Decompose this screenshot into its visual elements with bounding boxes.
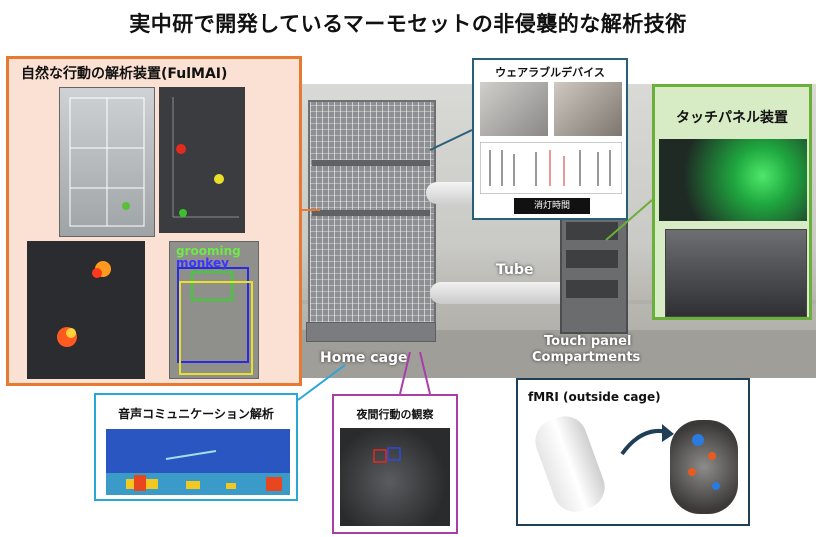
detection-boxes <box>177 267 253 375</box>
touch-panel-device-panel: タッチパネル装置 <box>652 84 812 320</box>
wearable-panel: ウェアラブルデバイス 消灯時間 <box>472 58 628 220</box>
grooming-label: grooming <box>176 244 241 258</box>
home-cage-image <box>308 100 436 336</box>
night-camera-image <box>340 428 450 526</box>
mri-coil-image <box>529 410 611 518</box>
tracking-points <box>172 97 239 218</box>
tube-image <box>430 282 570 304</box>
night-behavior-panel: 夜間行動の観察 <box>332 394 458 534</box>
cage-shelf <box>312 210 430 216</box>
rack-device <box>566 250 618 268</box>
voice-title: 音声コミュニケーション解析 <box>118 407 274 421</box>
heatmap-image <box>27 241 145 379</box>
rack-device <box>566 280 618 298</box>
detection-image: grooming monkey <box>169 241 259 379</box>
rack-device <box>566 222 618 240</box>
page-title: 実中研で開発しているマーモセットの非侵襲的な解析技術 <box>129 12 687 36</box>
spectrogram-image <box>106 429 290 495</box>
cage-base <box>306 322 436 342</box>
home-cage-label: Home cage <box>320 350 408 366</box>
fmri-panel: fMRI (outside cage) <box>516 378 750 526</box>
voice-panel: 音声コミュニケーション解析 <box>94 393 298 501</box>
cage-camera-image <box>59 87 155 237</box>
heatmap-blobs <box>57 261 111 347</box>
cage-shelf <box>312 160 430 166</box>
fulmai-panel: 自然な行動の解析装置(FulMAI) <box>6 56 302 386</box>
arrow-icon <box>620 424 674 456</box>
lights-off-bar: 消灯時間 <box>514 198 590 214</box>
touch-panel-title: タッチパネル装置 <box>676 110 788 126</box>
wearable-photo <box>554 82 622 136</box>
night-title: 夜間行動の観察 <box>356 408 434 421</box>
3d-tracking-plot <box>159 87 245 233</box>
activity-plot <box>480 142 622 194</box>
compartment-camera-image <box>665 229 807 317</box>
fulmai-title: 自然な行動の解析装置(FulMAI) <box>21 66 228 82</box>
wearable-title: ウェアラブルデバイス <box>495 66 605 79</box>
wearable-photo <box>480 82 548 136</box>
fmri-title: fMRI (outside cage) <box>528 390 661 404</box>
touch-panel-label: Touch panel <box>544 334 632 349</box>
tube-label: Tube <box>496 262 534 278</box>
cage-wireframe <box>69 97 145 227</box>
brain-scan-image <box>670 420 738 514</box>
monkey-label: monkey <box>176 256 229 270</box>
compartments-label: Compartments <box>532 350 641 365</box>
night-detections <box>373 447 401 463</box>
brain-activation <box>688 434 720 490</box>
touch-panel-camera-image <box>659 139 807 221</box>
